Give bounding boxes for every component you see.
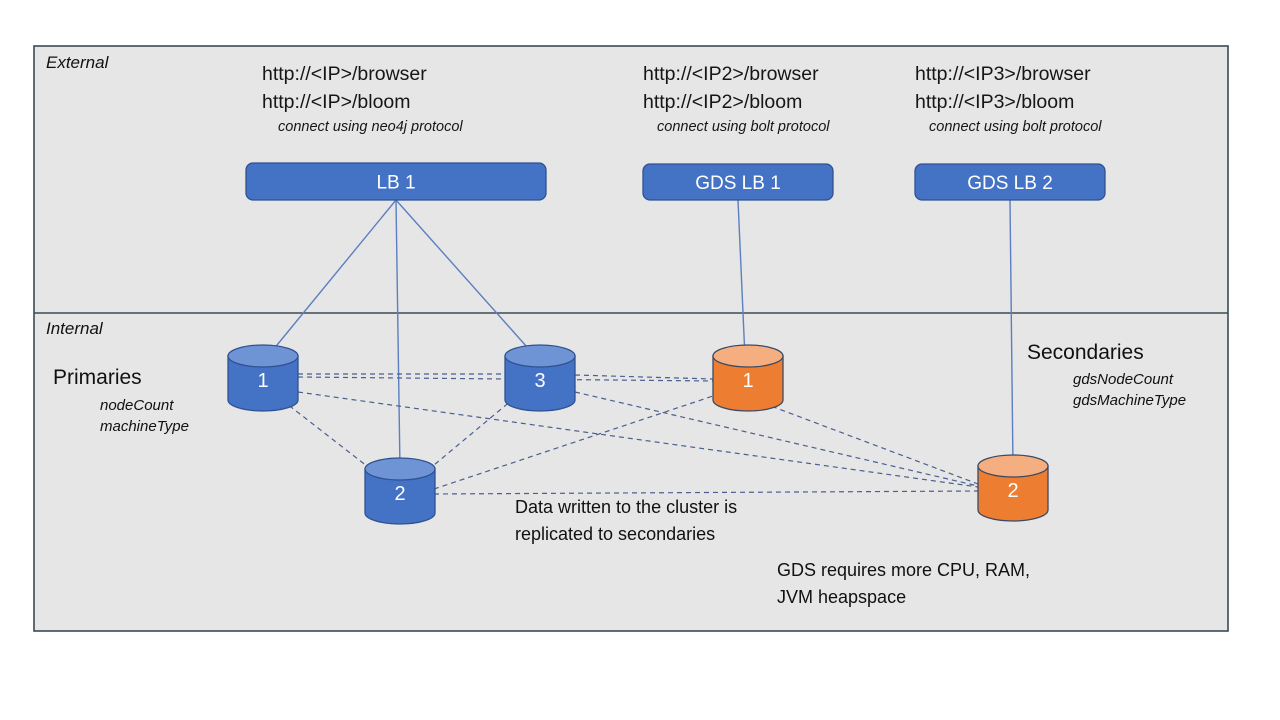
gds-lb2-endpoint-url-1: http://<IP3>/browser — [915, 63, 1091, 85]
primary-2-label: 2 — [394, 483, 405, 505]
primary-2-body — [364, 468, 436, 525]
gds-resources-caption-line-2: JVM heapspace — [777, 587, 906, 607]
primaries-sub-2: machineType — [100, 418, 189, 435]
secondary-1-label: 1 — [742, 370, 753, 392]
lb1-to-primary-1 — [267, 199, 397, 357]
secondary-1-body — [712, 355, 784, 412]
primary2-to-primary3 — [427, 399, 513, 471]
primary2-to-secondary2 — [433, 490, 979, 495]
primaries-sub-1: nodeCount — [100, 397, 174, 414]
lb-1[interactable]: LB 1 — [245, 162, 547, 201]
secondaries-sub-2: gdsMachineType — [1073, 392, 1186, 409]
gds-lb-1-box[interactable] — [642, 163, 834, 201]
zone-frame — [33, 45, 1229, 632]
replication-caption-line-1: Data written to the cluster is — [515, 497, 737, 517]
primary-1-body — [227, 355, 299, 412]
secondary-1-top — [712, 344, 784, 368]
secondaries-title: Secondaries — [1027, 341, 1144, 364]
primary-1-label: 1 — [257, 370, 268, 392]
database-node-layer: 1 2 3 1 2 — [227, 344, 1049, 525]
primary-1-top — [227, 344, 299, 368]
gds-lb-1[interactable]: GDS LB 1 — [642, 163, 834, 201]
load-balancer-layer: LB 1 GDS LB 1 GDS LB 2 — [245, 162, 1106, 201]
secondary1-to-secondary2 — [754, 399, 979, 485]
diagram-frame — [33, 45, 1229, 632]
primaries-title: Primaries — [53, 366, 142, 389]
primary-3-top — [504, 344, 576, 368]
gdslb1-to-secondary-1 — [737, 199, 746, 359]
replication-caption-line-2: replicated to secondaries — [515, 524, 715, 544]
gds-lb2-endpoint-protocol: connect using bolt protocol — [929, 119, 1102, 135]
primary-3-label: 3 — [534, 370, 545, 392]
primary1-to-secondary2 — [297, 391, 979, 488]
gds-lb-1-label: GDS LB 1 — [695, 173, 781, 194]
lb1-to-primary-2 — [395, 199, 401, 470]
gds-lb2-endpoint-url-2: http://<IP3>/bloom — [915, 91, 1074, 113]
lb1-endpoint-url-2: http://<IP>/bloom — [262, 91, 411, 113]
secondary-2-label: 2 — [1007, 480, 1018, 502]
primary1-to-primary2 — [281, 399, 373, 471]
gds-resources-caption-line-1: GDS requires more CPU, RAM, — [777, 560, 1030, 580]
primary-3[interactable]: 3 — [504, 344, 576, 412]
secondary-2-top — [977, 454, 1049, 478]
gds-lb-2-box[interactable] — [914, 163, 1106, 201]
zone-label-internal: Internal — [46, 319, 104, 338]
gds-lb1-endpoint-url-1: http://<IP2>/browser — [643, 63, 819, 85]
gdslb2-to-secondary-2 — [1009, 199, 1014, 469]
gds-lb-2[interactable]: GDS LB 2 — [914, 163, 1106, 201]
gds-lb-2-label: GDS LB 2 — [967, 173, 1053, 194]
primary-2-top — [364, 457, 436, 481]
primary-1[interactable]: 1 — [227, 344, 299, 412]
zone-label-external: External — [46, 53, 110, 72]
primary-3-body — [504, 355, 576, 412]
primary-2[interactable]: 2 — [364, 457, 436, 525]
primary2-to-secondary1 — [433, 395, 714, 490]
lb-1-box[interactable] — [245, 162, 547, 201]
secondary-2[interactable]: 2 — [977, 454, 1049, 522]
lb1-endpoint-url-1: http://<IP>/browser — [262, 63, 427, 85]
lb1-to-primary-3 — [395, 199, 536, 357]
primary3-to-secondary2 — [574, 391, 979, 487]
secondaries-sub-1: gdsNodeCount — [1073, 371, 1174, 388]
secondary-2-body — [977, 465, 1049, 522]
secondary-1[interactable]: 1 — [712, 344, 784, 412]
gds-lb1-endpoint-url-2: http://<IP2>/bloom — [643, 91, 802, 113]
lb1-endpoint-protocol: connect using neo4j protocol — [278, 119, 463, 135]
lb-1-label: LB 1 — [376, 173, 415, 194]
gds-lb1-endpoint-protocol: connect using bolt protocol — [657, 119, 830, 135]
